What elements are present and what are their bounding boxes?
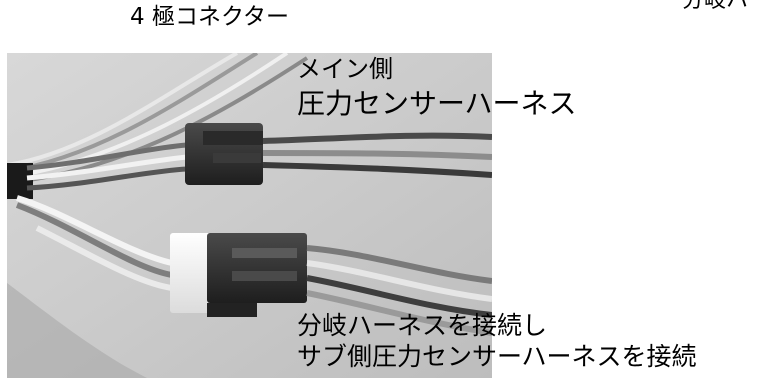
four-pole-connector-label: 4 極コネクター [130,4,290,30]
connector-photo [7,53,492,378]
pressure-sensor-harness-label: 圧力センサーハーネス [297,87,577,120]
branch-partial-label: 分岐ハ [682,0,749,13]
sub-side-harness-connect-label: サブ側圧力センサーハーネスを接続 [297,342,697,371]
connector-photo-drawing [7,53,492,378]
branch-harness-connect-label: 分岐ハーネスを接続し [297,311,548,340]
main-side-label: メイン側 [297,55,393,83]
